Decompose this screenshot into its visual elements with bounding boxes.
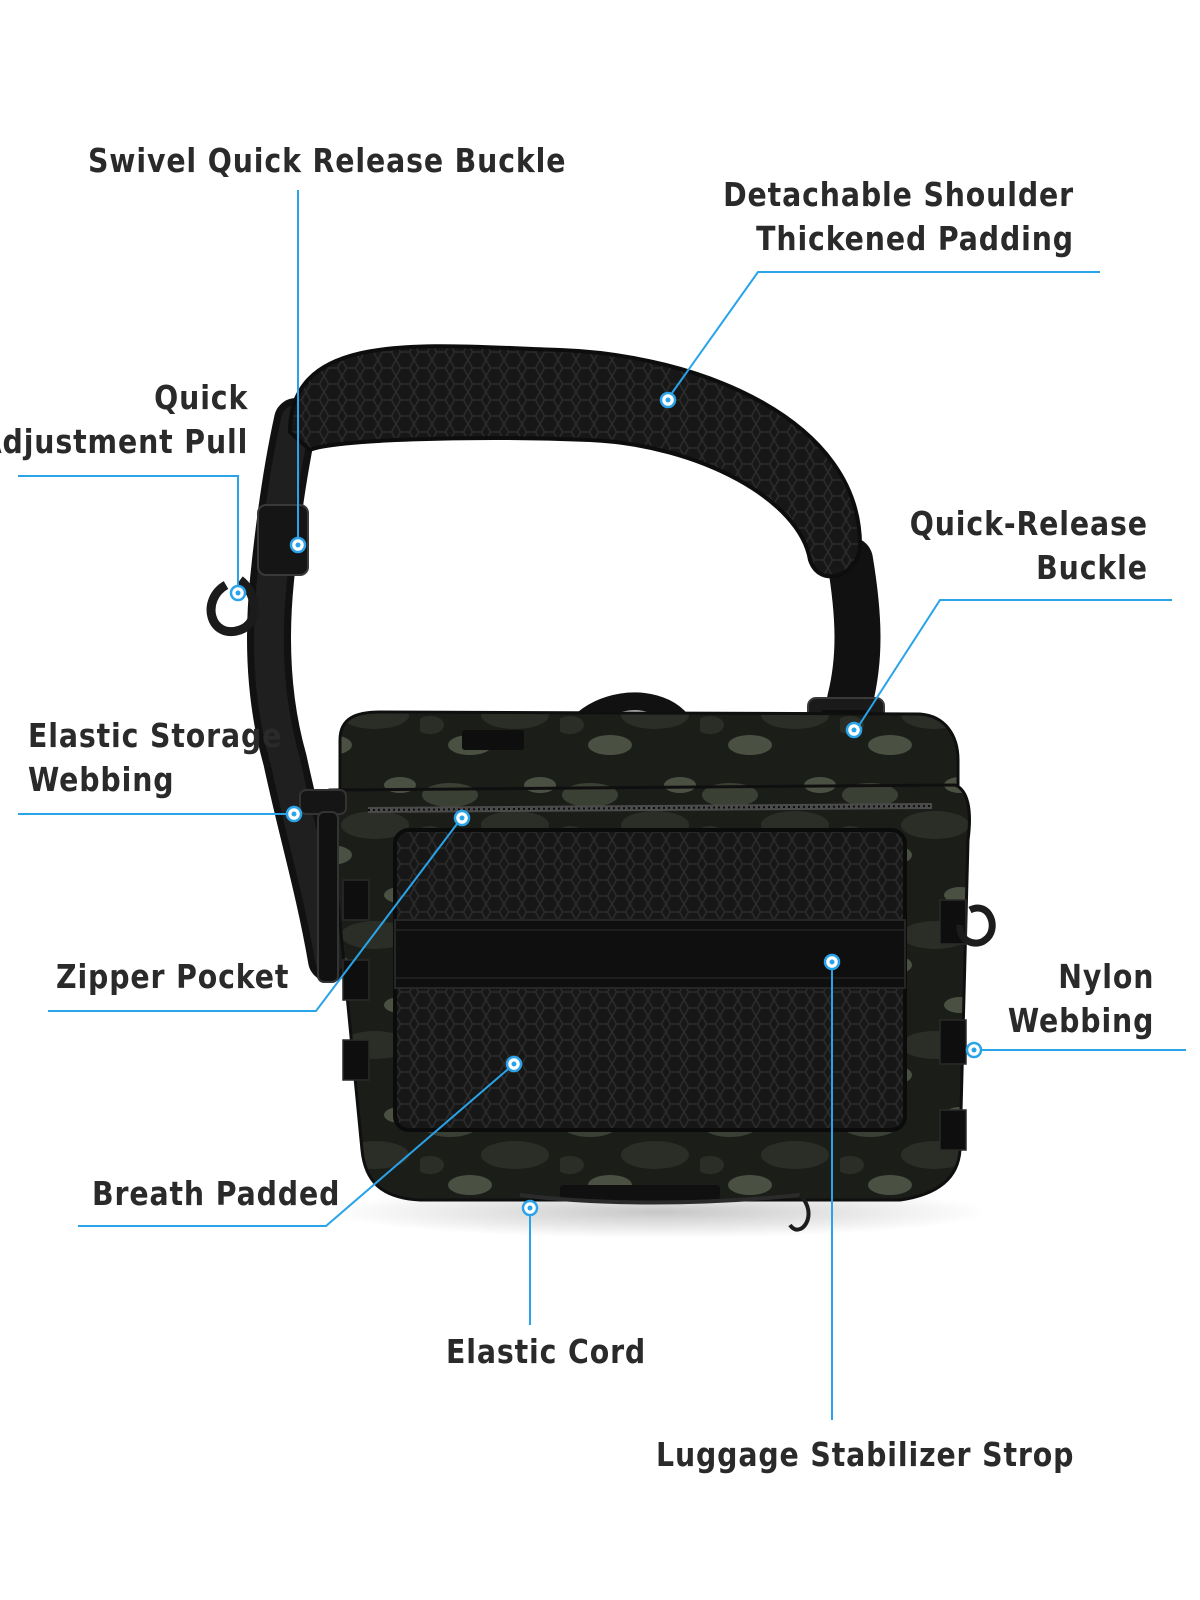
shoulder-pad	[287, 344, 863, 579]
label-elastic-cord: Elastic Cord	[446, 1332, 647, 1371]
zipper	[367, 803, 933, 813]
label-quick-release-buckle: Quick-Release Buckle	[909, 504, 1148, 587]
storage-hardware	[299, 789, 347, 983]
side-webbing	[342, 879, 967, 1151]
label-breath-padded: Breath Padded	[92, 1174, 341, 1213]
label-quick-adjustment-pull: Quick Adjustment Pull	[0, 378, 248, 461]
callout-line-shoulder	[666, 271, 1100, 401]
adjustment-hardware	[206, 504, 309, 637]
label-zipper-pocket: Zipper Pocket	[56, 957, 290, 996]
label-nylon-webbing: Nylon Webbing	[1007, 957, 1154, 1040]
callout-line-quick-release	[855, 599, 1172, 731]
label-elastic-storage-webbing: Elastic Storage Webbing	[28, 716, 283, 799]
stabilizer-strap	[395, 920, 905, 988]
label-luggage-stabilizer-strop: Luggage Stabilizer Strop	[656, 1435, 1075, 1474]
label-detachable-shoulder-padding: Detachable Shoulder Thickened Padding	[723, 175, 1074, 258]
right-carabiner	[956, 904, 996, 947]
callout-line-zipper	[48, 819, 461, 1012]
callout-line-breath	[78, 1063, 515, 1227]
elastic-cord	[519, 1193, 801, 1205]
callout-line-adjustment	[18, 475, 239, 592]
label-swivel-quick-release-buckle: Swivel Quick Release Buckle	[88, 141, 567, 180]
callout-lines	[18, 190, 1186, 1420]
